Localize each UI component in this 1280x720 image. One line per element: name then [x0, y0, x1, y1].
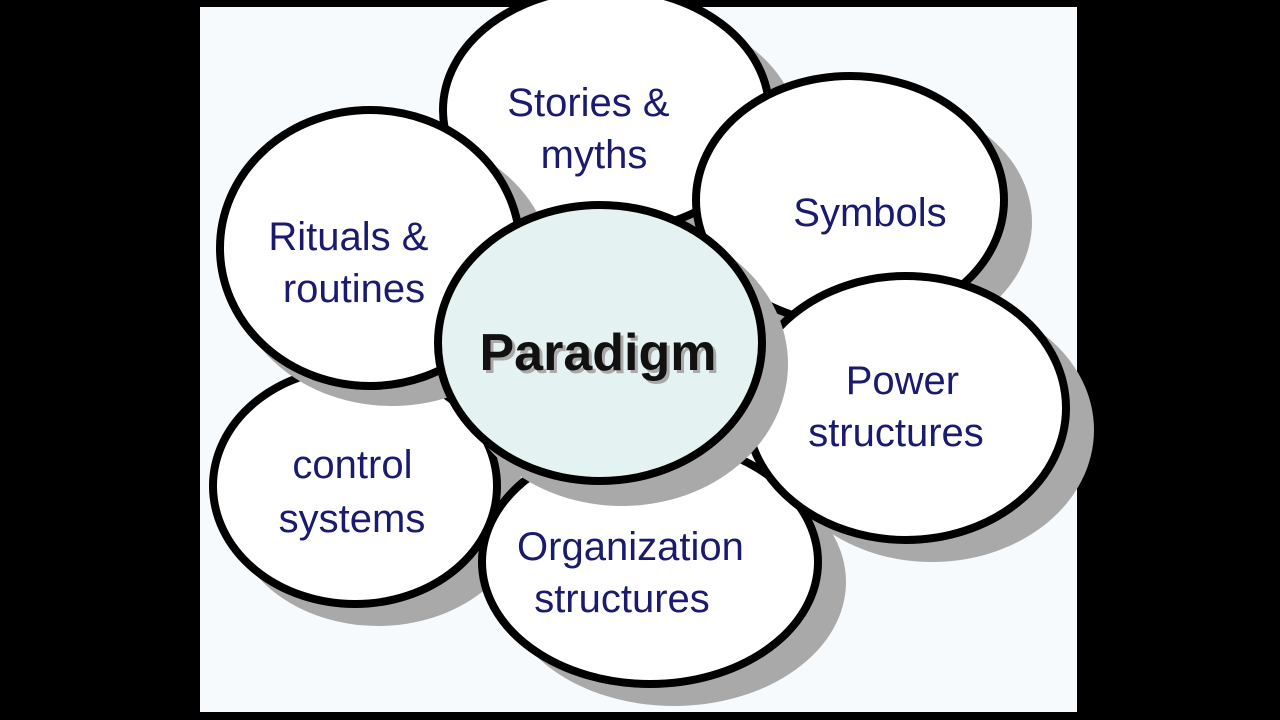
bubble-stories-myths-label-line-2: myths [541, 133, 648, 177]
bubble-rituals-routines-label-line-1: Rituals & [268, 215, 428, 259]
bubble-power-structures-body [742, 272, 1070, 544]
bubble-symbols-label: Symbols [793, 191, 946, 235]
bubble-organization-structures-label: Organization structures [517, 525, 755, 621]
bubble-rituals-routines-label-line-2: routines [283, 267, 425, 311]
bubble-rituals-routines-label: Rituals & routines [268, 215, 439, 311]
bubble-control-systems-label: control systems [279, 443, 426, 541]
bubble-paradigm-label-shadow: Paradigm [483, 327, 720, 385]
bubble-control-systems-label-line-2: systems [279, 497, 426, 541]
bubble-organization-structures-label-line-1: Organization [517, 525, 744, 569]
bubble-power-structures-label-line-1: Power [846, 359, 959, 403]
bubble-power-structures: Power structures [742, 272, 1094, 562]
bubble-stories-myths-label-line-1: Stories & [507, 81, 670, 125]
bubble-stories-myths-label: Stories & myths [507, 81, 680, 177]
bubble-control-systems: control systems [209, 364, 526, 626]
bubble-paradigm-label: Paradigm [480, 324, 717, 382]
bubble-organization-structures: Organization structures [478, 436, 846, 706]
bubble-control-systems-label-line-1: control [292, 443, 412, 487]
bubble-organization-structures-label-line-2: structures [534, 577, 710, 621]
bubble-paradigm: Paradigm Paradigm [434, 201, 788, 506]
bubble-power-structures-label: Power structures [808, 359, 984, 455]
bubble-paradigm-body [434, 201, 766, 485]
bubble-power-structures-label-line-2: structures [808, 411, 984, 455]
bubble-symbols-label-line-1: Symbols [793, 191, 946, 235]
